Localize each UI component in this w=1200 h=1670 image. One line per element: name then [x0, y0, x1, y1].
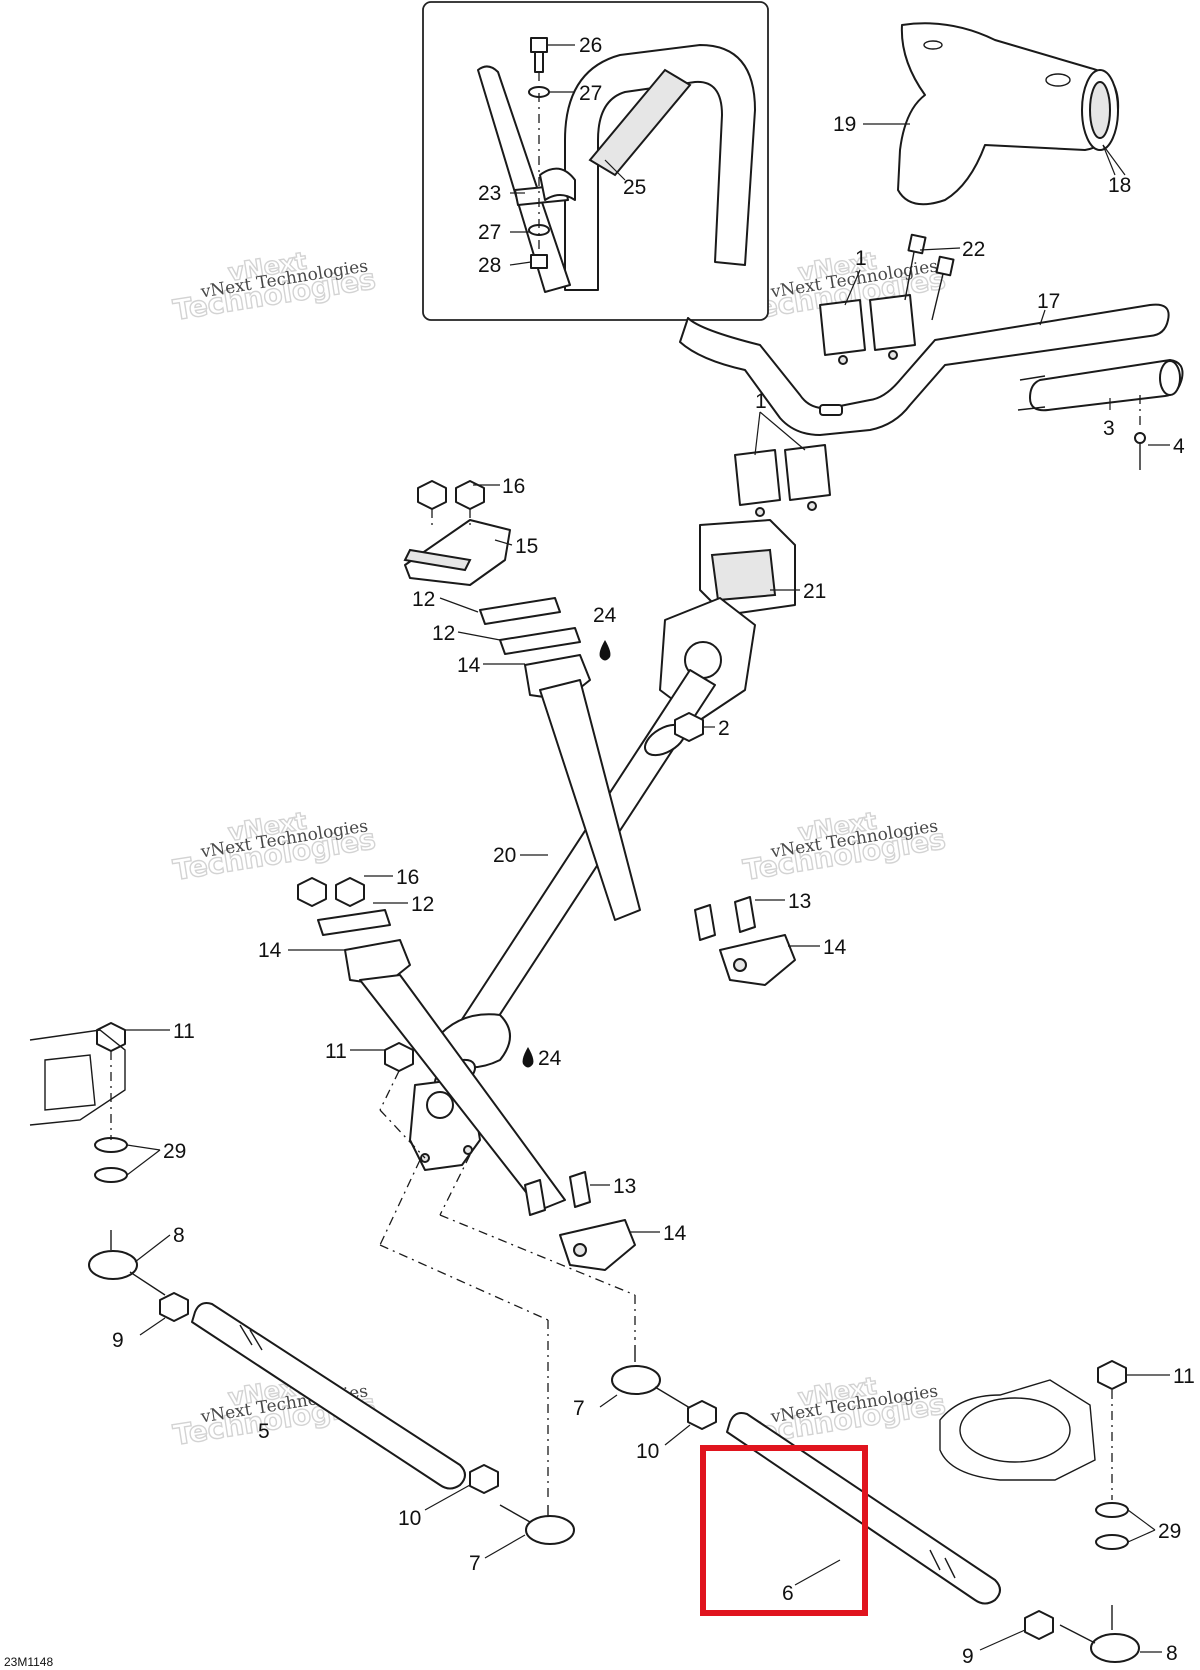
- callout-14: 14: [258, 939, 282, 962]
- callout-7: 7: [469, 1552, 481, 1575]
- callout-1: 1: [855, 247, 867, 270]
- callout-9: 9: [962, 1645, 974, 1668]
- leader-lines: [125, 44, 1170, 1653]
- grease-drop-icon: [522, 640, 611, 1068]
- callout-8: 8: [1166, 1642, 1178, 1665]
- callout-15: 15: [515, 535, 538, 558]
- callout-11: 11: [325, 1040, 347, 1063]
- callout-29: 29: [163, 1140, 186, 1163]
- spacer-clamp-mid: [694, 896, 796, 986]
- frame-bracket-right: [939, 1379, 1129, 1550]
- callout-21: 21: [803, 580, 826, 603]
- callout-labels: 26 27 23 27 28 25 19 18 1 22 17 3 4 1 16…: [112, 34, 1195, 1668]
- callout-24: 24: [538, 1047, 562, 1070]
- callout-7: 7: [573, 1397, 585, 1420]
- callout-12: 12: [412, 588, 435, 611]
- callout-12: 12: [432, 622, 455, 645]
- callout-12: 12: [411, 893, 434, 916]
- callout-28: 28: [478, 254, 501, 277]
- callout-14: 14: [457, 654, 481, 677]
- upper-clamp-stack: [403, 480, 641, 921]
- callout-17: 17: [1037, 290, 1060, 313]
- callout-11: 11: [1173, 1365, 1195, 1388]
- spacer-clamp-low: [524, 1171, 636, 1271]
- frame-bracket-left: [29, 1029, 128, 1183]
- bar-clamp-lower: [734, 444, 831, 517]
- bar-clamp-upper: [819, 233, 955, 365]
- callout-3: 3: [1103, 417, 1115, 440]
- callout-20: 20: [493, 844, 516, 867]
- callout-8: 8: [173, 1224, 185, 1247]
- callout-16: 16: [396, 866, 419, 889]
- callout-2: 2: [718, 717, 730, 740]
- callout-27: 27: [579, 82, 602, 105]
- handlebar-grip: [897, 22, 1120, 206]
- callout-25: 25: [623, 176, 646, 199]
- drawing-reference: 23M1148: [4, 1655, 53, 1669]
- ball-joints: [88, 1230, 1140, 1663]
- callout-1: 1: [755, 390, 767, 413]
- nuts: [96, 712, 1127, 1640]
- detail-inset: [422, 1, 769, 321]
- callout-19: 19: [833, 113, 856, 136]
- callout-6: 6: [782, 1582, 794, 1605]
- callout-16: 16: [502, 475, 525, 498]
- callout-14: 14: [663, 1222, 687, 1245]
- assembly-lines: [379, 1070, 636, 1500]
- callout-10: 10: [398, 1507, 421, 1530]
- callout-14: 14: [823, 936, 847, 959]
- callout-26: 26: [579, 34, 602, 57]
- tie-rod-left: [191, 1302, 466, 1490]
- callout-23: 23: [478, 182, 501, 205]
- callout-10: 10: [636, 1440, 659, 1463]
- callout-13: 13: [613, 1175, 636, 1198]
- callout-29: 29: [1158, 1520, 1181, 1543]
- callout-4: 4: [1173, 435, 1185, 458]
- highlight-box-part-6: [700, 1445, 868, 1616]
- lower-clamp-stack: [297, 877, 566, 1211]
- callout-24: 24: [593, 604, 617, 627]
- callout-18: 18: [1108, 174, 1131, 197]
- callout-9: 9: [112, 1329, 124, 1352]
- handlebar: [679, 303, 1184, 470]
- callout-13: 13: [788, 890, 811, 913]
- callout-27: 27: [478, 221, 501, 244]
- callout-22: 22: [962, 238, 985, 261]
- callout-11: 11: [173, 1020, 195, 1043]
- callout-5: 5: [258, 1420, 270, 1443]
